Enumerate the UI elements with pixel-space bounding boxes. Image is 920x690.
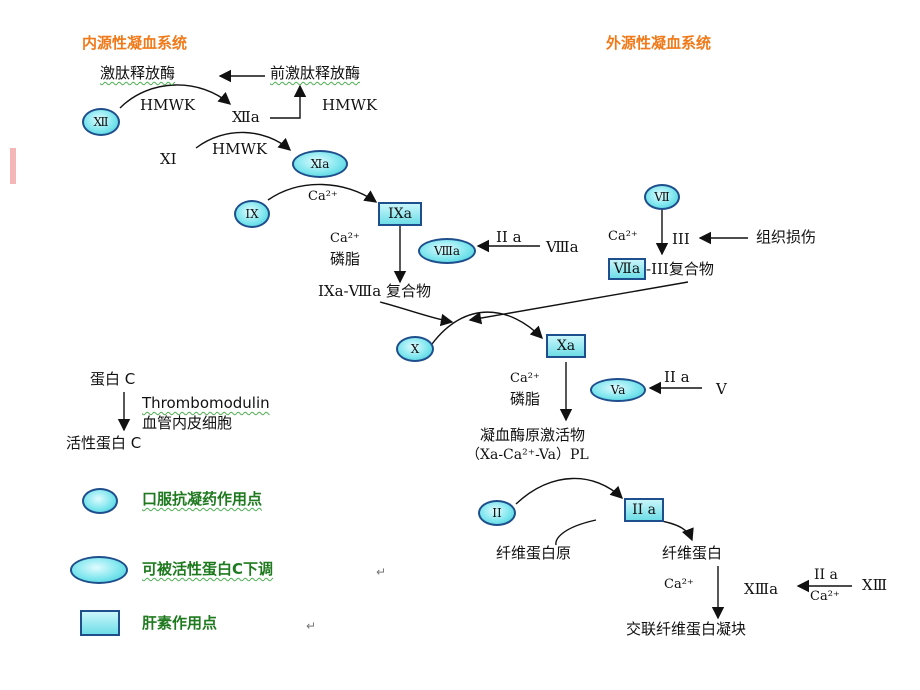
f9a-node-label: IXa (388, 206, 412, 222)
f10a-node: Xa (546, 334, 586, 358)
f13-label: ⅩⅢ (862, 576, 888, 594)
f8a-label: Ⅷa (546, 238, 579, 256)
f11a-node: Ⅺa (292, 150, 348, 178)
ca-label-4: Ca²⁺ (510, 371, 540, 386)
arrow-f2a-fibrin (655, 519, 694, 542)
f3-label: III (672, 230, 690, 248)
legend-protein-c: 可被活性蛋白C下调 (142, 560, 274, 578)
arrow-f7a-f10 (468, 281, 689, 325)
arrow-f11-f11a (195, 131, 292, 151)
f10a-node-label: Xa (556, 338, 576, 354)
return-mark-1: ↵ (376, 565, 387, 579)
protein-c-label: 蛋白 C (90, 370, 136, 388)
f9-node-label: IX (245, 207, 259, 221)
legend-circle-icon (82, 488, 118, 514)
f2a-label-2: II a (664, 368, 690, 386)
phospholipid-label-2: 磷脂 (510, 390, 541, 408)
f5a-node-label: Va (610, 383, 626, 397)
f13a-label: ⅩⅢa (744, 580, 779, 598)
f2a-node: II a (624, 498, 664, 522)
arrow-f9-f9a (267, 183, 378, 203)
prothrombinase-formula: （Xa-Ca²⁺-Va）PL (466, 447, 589, 463)
ca-label-1: Ca²⁺ (308, 189, 338, 204)
arrow-f2-f2a (515, 477, 624, 505)
f2-node-label: II (492, 506, 502, 520)
legend-oral-anticoagulant: 口服抗凝药作用点 (142, 490, 263, 508)
f7-node: Ⅶ (644, 184, 680, 210)
f8a-node-label: Ⅷa (433, 244, 461, 258)
legend-oval-icon (70, 556, 128, 584)
f5a-node: Va (590, 378, 646, 402)
extrinsic-title: 外源性凝血系统 (606, 34, 712, 52)
edge-mark (10, 148, 16, 184)
ca-label-6: Ca²⁺ (810, 589, 840, 604)
thrombomodulin-label: Thrombomodulin (142, 394, 270, 412)
hmwk-label-3: HMWK (212, 140, 268, 158)
f9-node: IX (234, 200, 270, 228)
ca-label-3: Ca²⁺ (608, 229, 638, 244)
f7a-node: Ⅶa (608, 258, 646, 280)
arrow-f12-f12a (119, 84, 232, 109)
f8a-node: Ⅷa (418, 238, 476, 264)
fibrinogen-label: 纤维蛋白原 (496, 544, 572, 562)
arrow-tenase-f10 (379, 301, 454, 327)
f7-node-label: Ⅶ (654, 190, 670, 204)
f12a-label: Ⅻa (232, 108, 260, 126)
tenase-label: IXa-Ⅷa 复合物 (318, 282, 431, 300)
ca-label-5: Ca²⁺ (664, 577, 694, 592)
tissue-injury-label: 组织损伤 (756, 228, 817, 246)
prothrombinase-label: 凝血酶原激活物 (480, 426, 586, 444)
f2-node: II (478, 500, 516, 526)
hmwk-label-1: HMWK (140, 96, 196, 114)
active-protein-c-label: 活性蛋白 C (66, 434, 142, 452)
arrow-f2a-fibrinogen (555, 519, 597, 546)
legend-heparin: 肝素作用点 (142, 614, 218, 632)
legend-square-icon (80, 610, 120, 636)
f10-node: X (396, 336, 434, 362)
fibrin-label: 纤维蛋白 (662, 544, 723, 562)
prekallikrein-label: 前激肽释放酶 (270, 64, 361, 82)
arrow-f12a-prekallikrein (270, 84, 307, 119)
f10-node-label: X (410, 342, 420, 356)
return-mark-2: ↵ (306, 619, 317, 633)
f7a-node-label: Ⅶa (613, 261, 641, 277)
crosslinked-fibrin-label: 交联纤维蛋白凝块 (626, 620, 747, 638)
ca-label-2: Ca²⁺ (330, 231, 360, 246)
phospholipid-label-1: 磷脂 (330, 250, 361, 268)
endothelium-label: 血管内皮细胞 (142, 414, 233, 432)
f2a-node-label: II a (632, 502, 656, 518)
f5-label: V (716, 380, 727, 398)
f11a-node-label: Ⅺa (310, 157, 330, 171)
f11-label: XI (160, 150, 177, 168)
f12-node: Ⅻ (82, 108, 120, 136)
f2a-label-1: II a (496, 228, 522, 246)
f7a-complex-label: -III复合物 (646, 260, 714, 278)
f12-node-label: Ⅻ (93, 115, 109, 129)
intrinsic-title: 内源性凝血系统 (82, 34, 188, 52)
kallikrein-label: 激肽释放酶 (100, 64, 176, 82)
f9a-node: IXa (378, 202, 422, 226)
f2a-label-3: II a (814, 567, 838, 583)
hmwk-label-2: HMWK (322, 96, 378, 114)
arrow-f10-f10a (431, 311, 543, 345)
